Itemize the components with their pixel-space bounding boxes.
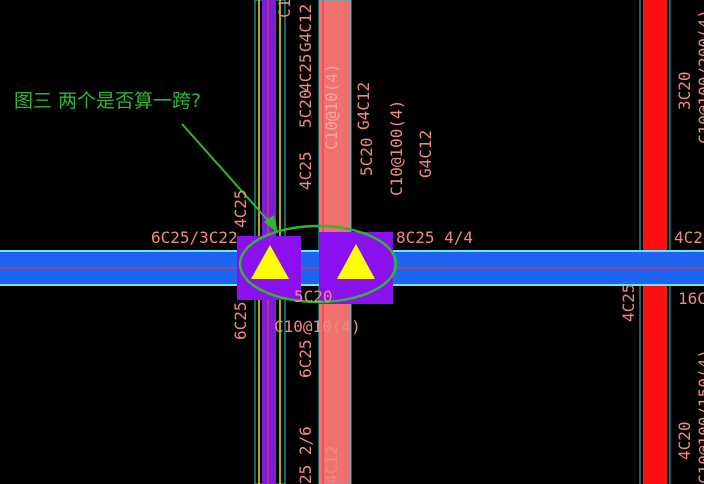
label-right-4c20: 4C20: [675, 421, 694, 460]
label-under-c10: C10@10(4): [274, 317, 361, 336]
label-bottom-25: 25 2/6: [296, 426, 315, 484]
label-beam-4c25: 4C25: [231, 189, 250, 228]
label-beam-left: 6C25/3C22: [151, 228, 238, 247]
annotation-arrow-line: [181, 123, 273, 226]
label-g4c12-top: G4C12: [296, 4, 315, 52]
column-right[interactable]: [639, 0, 671, 484]
support-left-triangle-icon: [251, 245, 289, 279]
label-4c25-a: 4C25: [296, 53, 315, 92]
label-4c25-b: 4C25: [296, 151, 315, 190]
support-right[interactable]: [319, 232, 393, 304]
label-c10-col: C10@10(4): [322, 63, 341, 150]
label-right-3c20: 3C20: [675, 71, 694, 110]
label-right-c10: C10@100/200(4): [695, 9, 704, 144]
label-g4c12-mid: G4C12: [354, 82, 373, 130]
label-5c20-a: 5C20: [296, 89, 315, 128]
label-right-c10-b: C10@100/150(4): [695, 349, 704, 484]
label-bottom-4c12: 4C12: [322, 445, 341, 484]
label-mid-4c25: 4C25: [619, 283, 638, 322]
label-top-c10: C10@10(4): [275, 0, 294, 18]
column-right-fill: [643, 0, 667, 484]
support-left[interactable]: [237, 236, 301, 300]
label-c10-100: C10@100(4): [387, 100, 406, 196]
label-g4c12-b: G4C12: [416, 130, 435, 178]
annotation-arrow-head-icon: [264, 215, 278, 233]
label-6c25-b: 6C25: [296, 339, 315, 378]
label-6c25-a: 6C25: [231, 301, 250, 340]
label-right-16c25: 16C25: [678, 289, 704, 308]
annotation-ellipse[interactable]: [238, 224, 398, 304]
label-beam-right: 8C25 4/4: [396, 228, 473, 247]
label-right-4c25: 4C25: [674, 228, 704, 247]
annotation-text: 图三 两个是否算一跨?: [14, 90, 201, 112]
label-under-5c20: 5C20: [294, 287, 333, 306]
support-right-triangle-icon: [337, 244, 375, 279]
label-5c20-b: 5C20: [357, 137, 376, 176]
